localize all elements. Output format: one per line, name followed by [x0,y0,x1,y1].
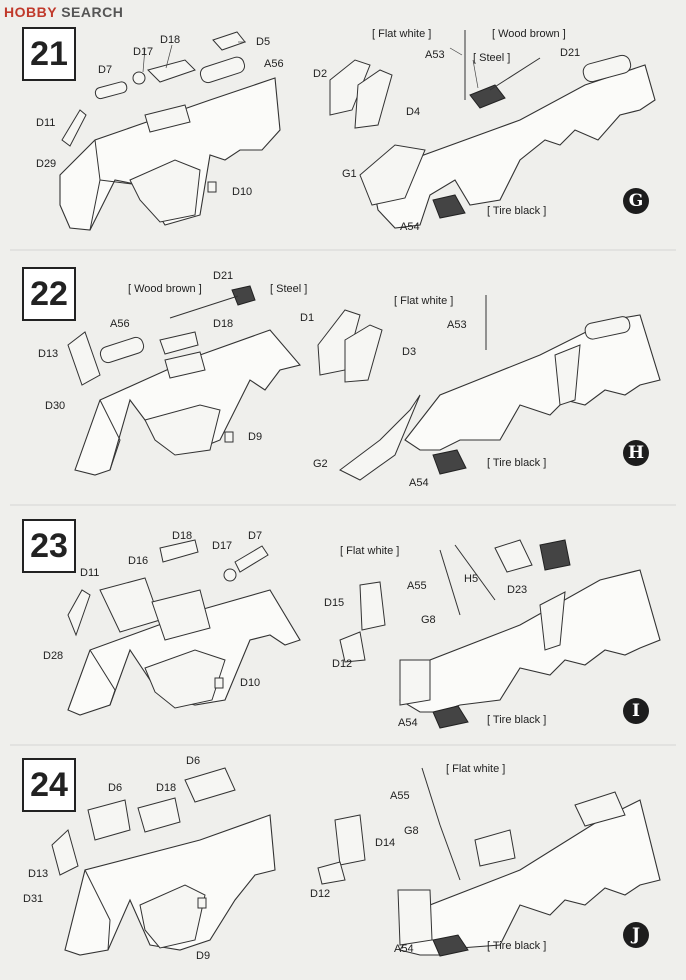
step21-right-hull [329,30,656,229]
part-label: G2 [313,458,328,470]
part-label: A54 [398,717,418,729]
part-label: D21 [213,270,234,282]
part-label: D18 [213,318,234,330]
paint-callout: [ Steel ] [473,52,511,64]
step24-right-hull [317,767,661,957]
part-label: D1 [300,312,315,324]
part-label: G8 [404,825,419,837]
part-label: A54 [409,477,429,489]
part-label: D30 [45,400,66,412]
part-label: D2 [313,68,328,80]
part-label: D23 [507,584,528,596]
part-label: D12 [332,658,353,670]
step-number: 23 [22,519,76,573]
paint-callout: [ Flat white ] [446,763,506,775]
part-label: D7 [98,64,113,76]
part-label: D15 [324,597,345,609]
part-label: D6 [186,755,201,767]
paint-callout: [ Flat white ] [394,295,454,307]
part-label: A54 [394,943,414,955]
variant-marker: I [623,698,649,724]
part-label: D18 [160,34,181,46]
hobbysearch-watermark: HOBBY SEARCH [4,4,124,20]
part-label: D18 [156,782,177,794]
part-label: D12 [310,888,331,900]
part-label: D16 [128,555,149,567]
paint-callout: [ Tire black ] [487,457,547,469]
part-label: D5 [256,36,271,48]
paint-callout: [ Wood brown ] [128,283,202,295]
part-label: H5 [464,573,479,585]
variant-marker: G [623,188,649,214]
step23-left-hull [67,539,301,716]
paint-callout: [ Flat white ] [340,545,400,557]
part-label: D29 [36,158,57,170]
step23-right-hull [339,539,661,729]
part-label: A53 [425,49,445,61]
part-label: D11 [36,117,56,129]
part-label: D6 [108,782,123,794]
part-label: A53 [447,319,467,331]
part-label: D9 [196,950,211,962]
step22-right-hull [317,295,661,481]
paint-callout: [ Tire black ] [487,714,547,726]
part-label: A56 [110,318,130,330]
part-label: D17 [212,540,233,552]
variant-marker: J [623,922,649,948]
paint-callout: [ Tire black ] [487,940,547,952]
step24-left-hull [51,767,276,956]
part-label: D14 [375,837,396,849]
part-label: D10 [240,677,261,689]
part-label: D17 [133,46,154,58]
part-label: D13 [38,348,59,360]
step-number: 21 [22,27,76,81]
variant-marker: H [623,440,649,466]
part-label: D21 [560,47,581,59]
part-label: D9 [248,431,263,443]
step22-left-hull [67,285,301,476]
part-label: A56 [264,58,284,70]
paint-callout: [ Tire black ] [487,205,547,217]
part-label: D7 [248,530,263,542]
part-label: D3 [402,346,417,358]
part-label: D11 [80,567,100,579]
step21-left-hull [59,31,281,231]
part-label: A55 [390,790,410,802]
part-label: D10 [232,186,253,198]
step-number: 24 [22,758,76,812]
part-label: G8 [421,614,436,626]
part-label: D4 [406,106,421,118]
part-label: D13 [28,868,49,880]
part-label: D28 [43,650,64,662]
part-label: A55 [407,580,427,592]
paint-callout: [ Wood brown ] [492,28,566,40]
part-label: G1 [342,168,357,180]
part-label: D18 [172,530,193,542]
paint-callout: [ Flat white ] [372,28,432,40]
step-number: 22 [22,267,76,321]
part-label: A54 [400,221,420,233]
part-label: D31 [23,893,44,905]
paint-callout: [ Steel ] [270,283,308,295]
